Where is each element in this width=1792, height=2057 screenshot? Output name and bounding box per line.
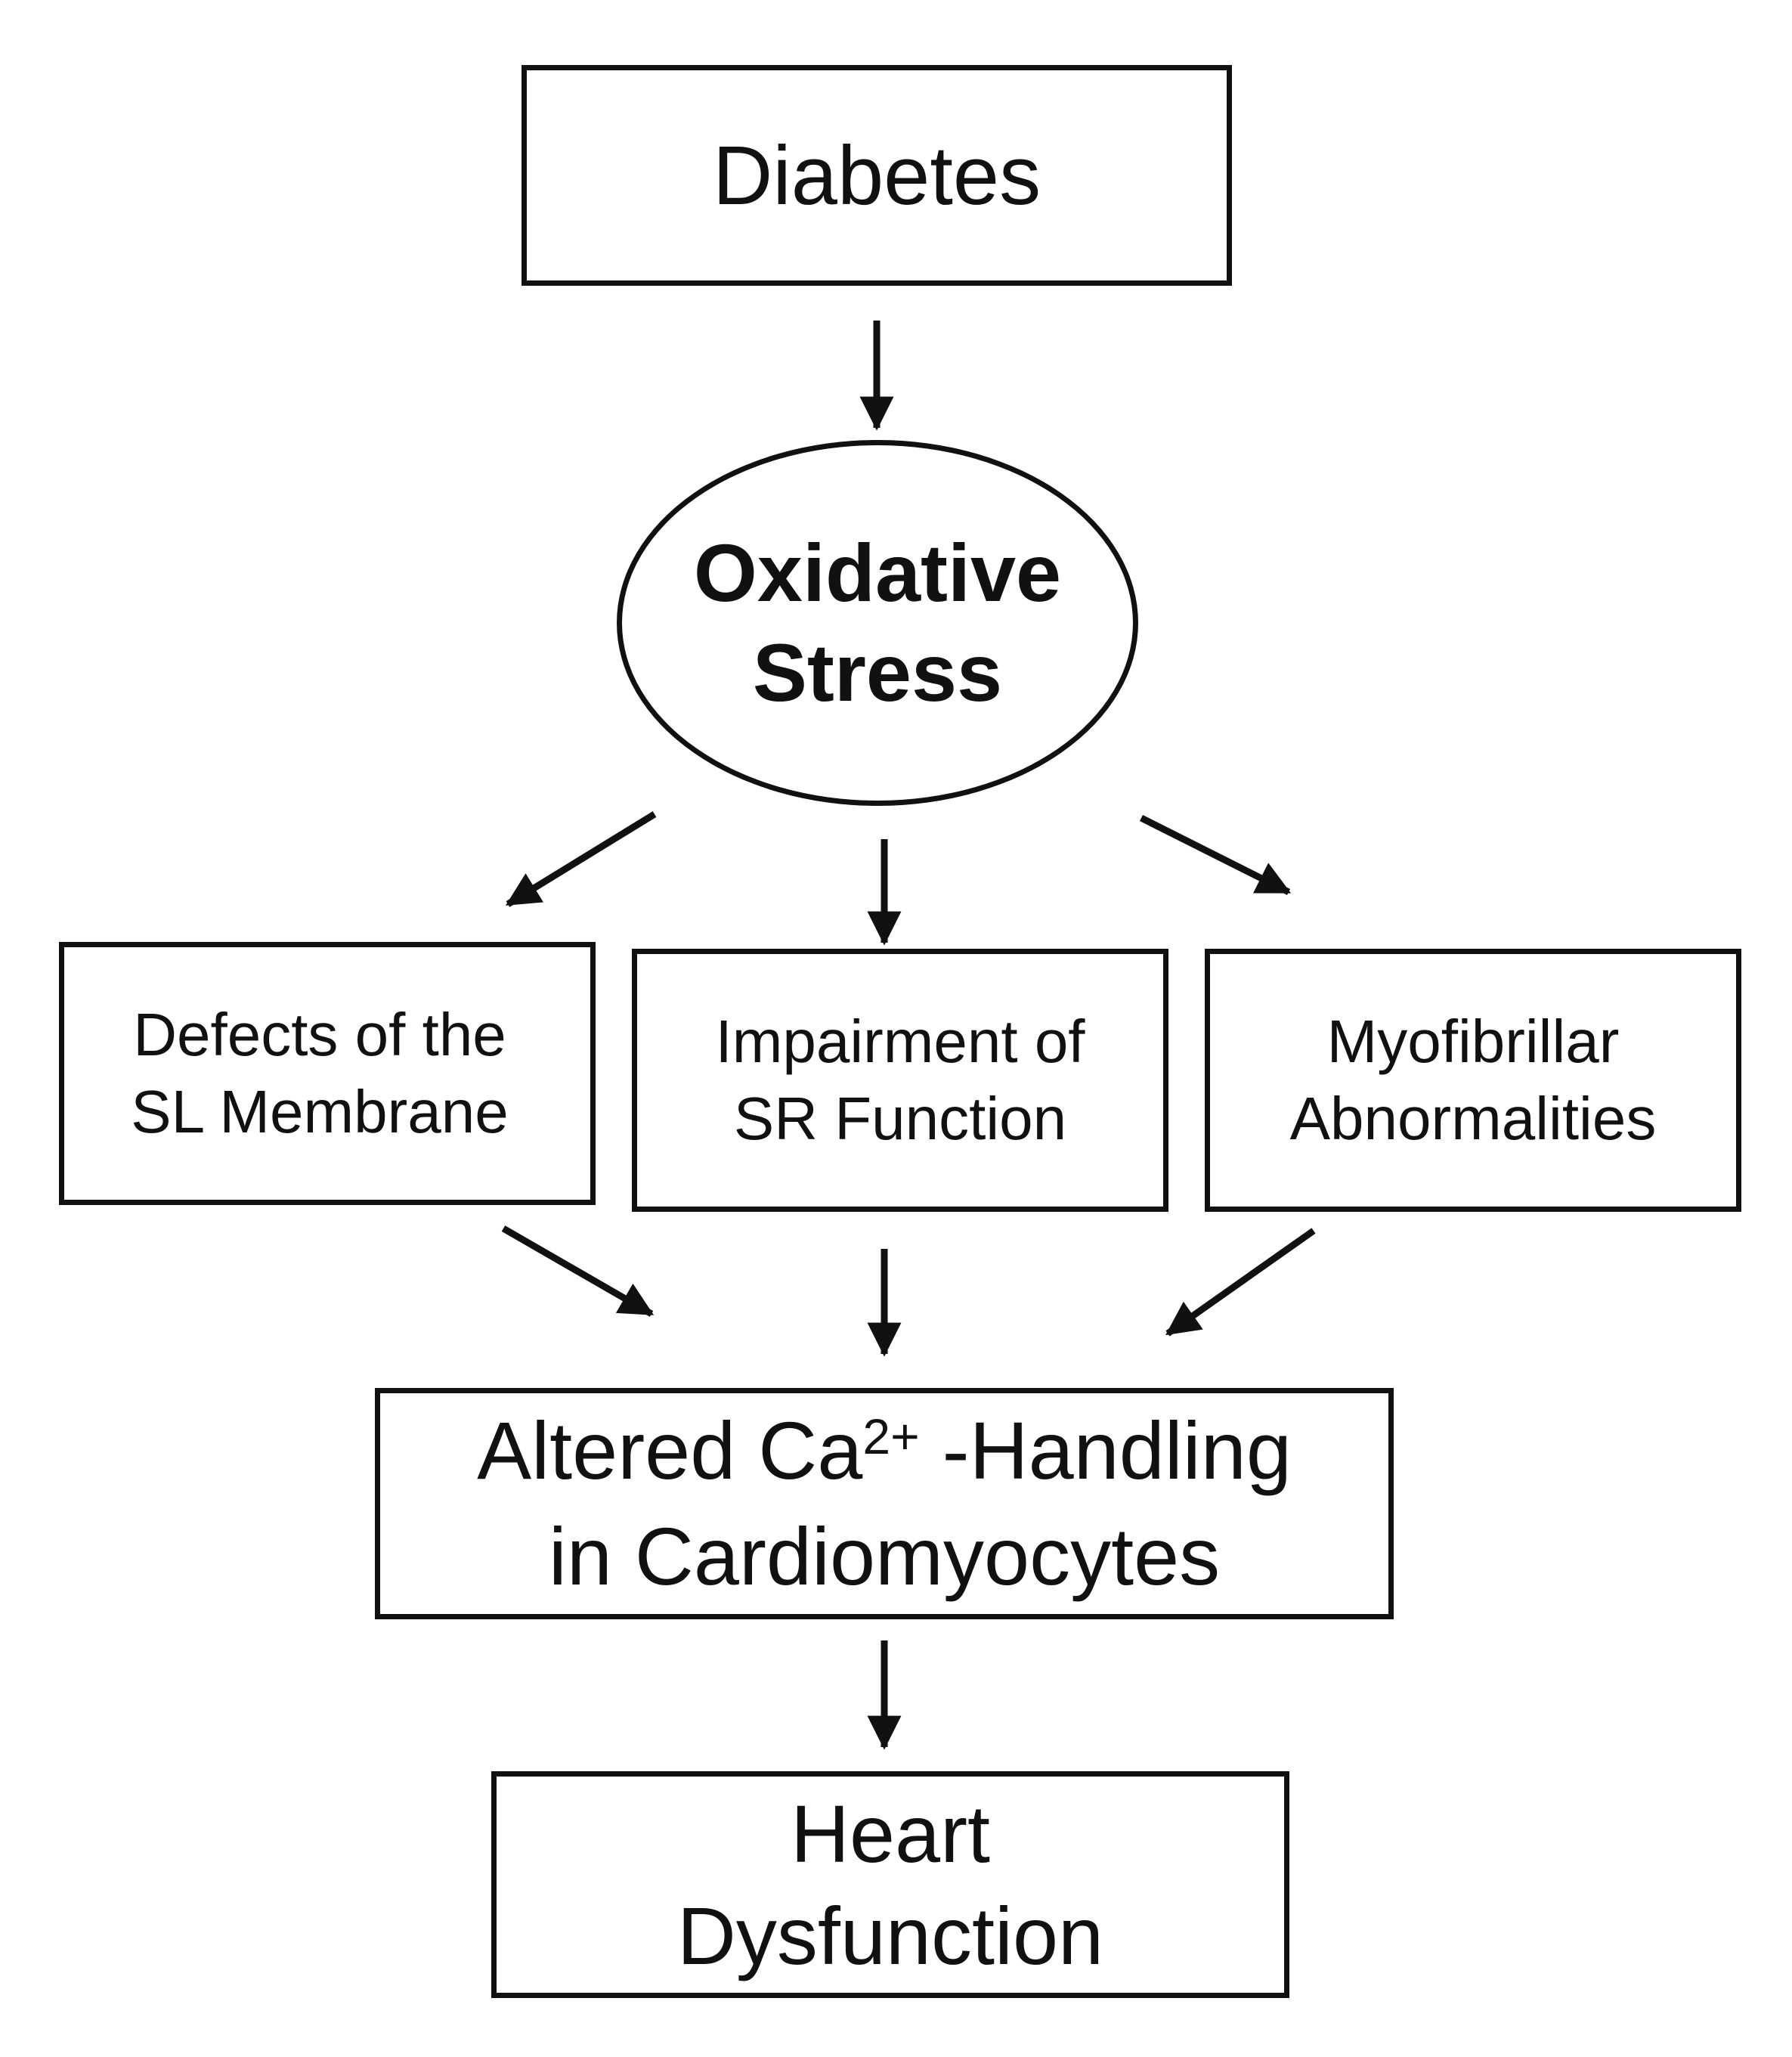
- myofibrillar-line1: Myofibrillar: [1326, 1008, 1620, 1076]
- heart-dysfunction-line1: Heart: [790, 1788, 991, 1879]
- arrow-oxidative-stress-to-myofibrillar: [1139, 814, 1292, 896]
- oxidative-stress-line1: Oxidative: [693, 527, 1062, 619]
- arrow-sl-membrane-to-calcium-handling: [501, 1225, 655, 1317]
- sl-membrane-line1: Defects of the: [133, 1001, 506, 1069]
- diabetes-box: Diabetes: [522, 65, 1232, 286]
- sl-membrane-box: Defects of the SL Membrane: [59, 942, 596, 1205]
- calcium-handling-prefix: Altered Ca: [477, 1404, 863, 1496]
- calcium-handling-line2: in Cardiomyocytes: [548, 1510, 1221, 1602]
- calcium-handling-box: Altered Ca2+ -Handling in Cardiomyocytes: [375, 1388, 1394, 1619]
- arrow-myofibrillar-to-calcium-handling: [1165, 1228, 1316, 1337]
- calcium-handling-line1: Altered Ca2+ -Handling: [477, 1398, 1292, 1504]
- sl-membrane-line2: SL Membrane: [131, 1078, 509, 1145]
- diabetes-label: Diabetes: [712, 129, 1041, 222]
- heart-dysfunction-box: Heart Dysfunction: [491, 1771, 1289, 1998]
- arrow-oxidative-stress-to-sl-membrane: [505, 811, 657, 907]
- sr-function-box: Impairment of SR Function: [632, 949, 1168, 1212]
- oxidative-stress-ellipse: Oxidative Stress: [617, 440, 1138, 806]
- myofibrillar-line2: Abnormalities: [1289, 1085, 1657, 1152]
- sr-function-line2: SR Function: [733, 1085, 1067, 1152]
- calcium-charge-superscript: 2+: [862, 1408, 920, 1464]
- calcium-handling-suffix: -Handling: [919, 1404, 1292, 1496]
- heart-dysfunction-line2: Dysfunction: [676, 1890, 1104, 1981]
- sr-function-line1: Impairment of: [715, 1008, 1085, 1076]
- myofibrillar-box: Myofibrillar Abnormalities: [1205, 949, 1741, 1212]
- oxidative-stress-line2: Stress: [752, 627, 1003, 718]
